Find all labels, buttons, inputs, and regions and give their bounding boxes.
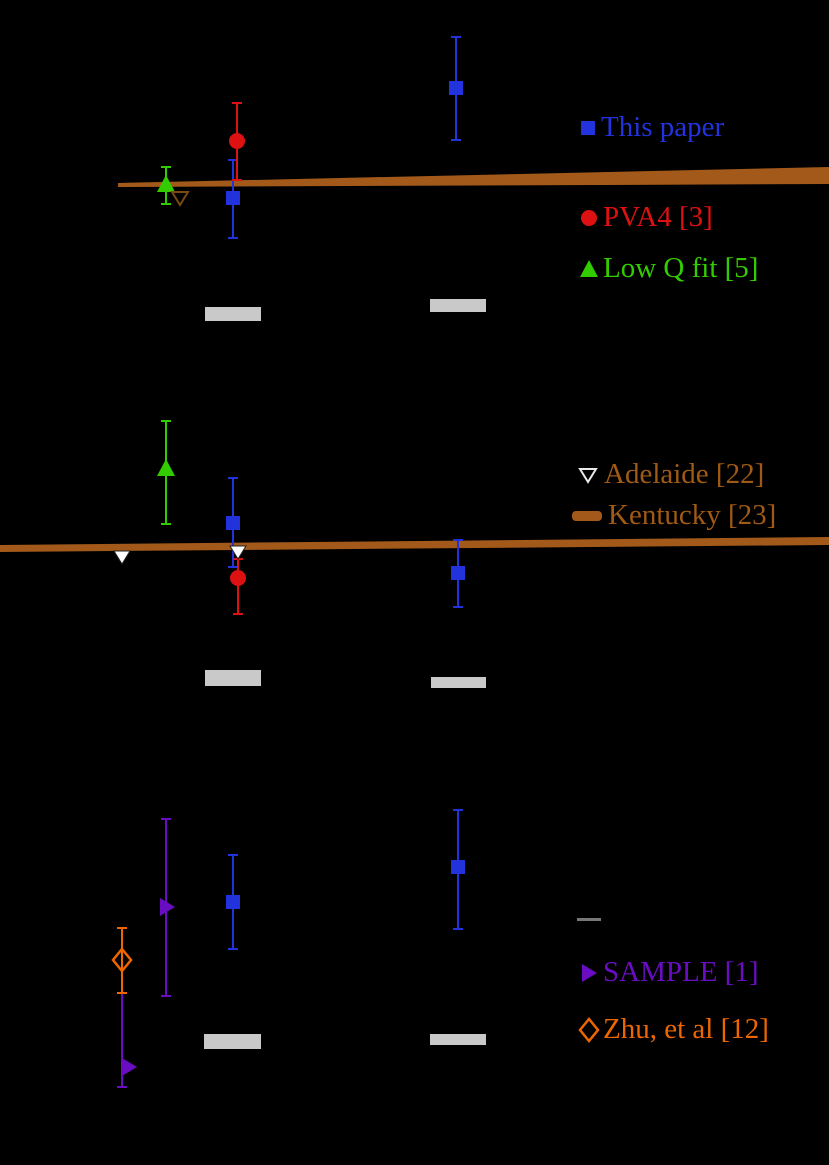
- legend-label-zhu-et-al: Zhu, et al [12]: [603, 1013, 769, 1045]
- legend-label-low-q-fit: Low Q fit [5]: [603, 252, 759, 284]
- legend-label-kentucky: Kentucky [23]: [608, 499, 777, 531]
- legend-label-adelaide: Adelaide [22]: [604, 458, 765, 490]
- legend-label-this-paper: This paper: [601, 111, 725, 143]
- legend-label-pva4: PVA4 [3]: [603, 201, 713, 233]
- legend-label-sample: SAMPLE [1]: [603, 956, 759, 988]
